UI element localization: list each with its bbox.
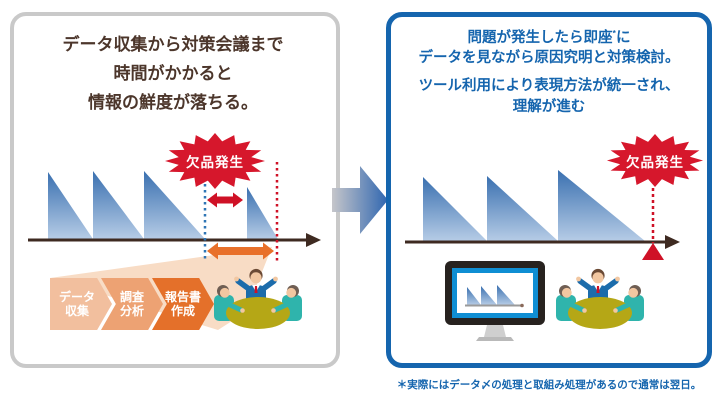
process-step-data-collection: データ 収集: [50, 278, 112, 330]
before-title-line-2: 時間がかかると: [113, 64, 233, 84]
after-panel: [386, 12, 712, 368]
meeting-illustration-left: [208, 266, 308, 334]
before-title-line-1: データ収集から対策会議まで: [62, 35, 284, 54]
step-label: 分析: [119, 304, 144, 318]
after-title-paragraph-1: 問題が発生したら即座*に データを見ながら原因究明と対策検討。: [392, 27, 706, 68]
after-inventory-chart: [405, 170, 680, 260]
footnote: ＊実際にはデータ〆の処理と取組み処理があるので通常は翌日。: [396, 379, 702, 391]
sawtooth-triangle: [558, 170, 645, 241]
step-label: 報告書: [164, 289, 201, 304]
after-title-line-3: ツール利用により表現方法が統一され、: [418, 78, 680, 95]
step-label: 調査: [119, 289, 144, 304]
stockout-badge-left: 欠品発生: [163, 132, 267, 190]
stockout-badge-label: 欠品発生: [626, 154, 684, 170]
stockout-badge-label: 欠品発生: [186, 155, 244, 170]
after-title-line-4: 理解が進む: [512, 98, 586, 115]
meeting-illustration-right: [550, 266, 650, 334]
sawtooth-triangle: [423, 177, 487, 241]
after-panel-title: 問題が発生したら即座*に データを見ながら原因究明と対策検討。 ツール利用により…: [392, 27, 706, 117]
monitor-icon: [445, 261, 545, 341]
step-label: 作成: [170, 304, 195, 318]
step-label: データ: [58, 289, 95, 304]
after-title-line-2: データを見ながら原因究明と対策検討。: [418, 50, 680, 67]
process-step-report: 報告書 作成: [152, 278, 214, 330]
transition-arrow-icon: [332, 166, 388, 234]
sawtooth-triangle: [48, 172, 93, 239]
gap-double-arrow-red: [207, 192, 243, 208]
step-label: 収集: [64, 304, 89, 318]
sawtooth-triangle: [487, 176, 558, 241]
time-axis-arrowhead: [306, 233, 321, 247]
sawtooth-triangle-late: [247, 187, 278, 239]
time-axis-arrowhead: [665, 235, 680, 249]
after-title-line-1: 問題が発生したら即座*に: [467, 28, 631, 46]
asterisk-superscript: *: [612, 28, 616, 38]
stockout-marker-triangle: [642, 243, 664, 260]
before-title-line-3: 情報の鮮度が落ちる。: [88, 93, 258, 113]
after-title-paragraph-2: ツール利用により表現方法が統一され、 理解が進む: [392, 76, 706, 117]
before-panel-title: データ収集から対策会議まで 時間がかかると 情報の鮮度が落ちる。: [20, 30, 326, 118]
stockout-badge-right: 欠品発生: [605, 133, 705, 188]
process-step-arrows: データ 収集 調査 分析 報告書 作成: [50, 278, 214, 330]
sawtooth-triangle: [93, 171, 144, 239]
sawtooth-triangle: [144, 171, 205, 239]
delay-double-arrow-orange: [207, 242, 274, 260]
